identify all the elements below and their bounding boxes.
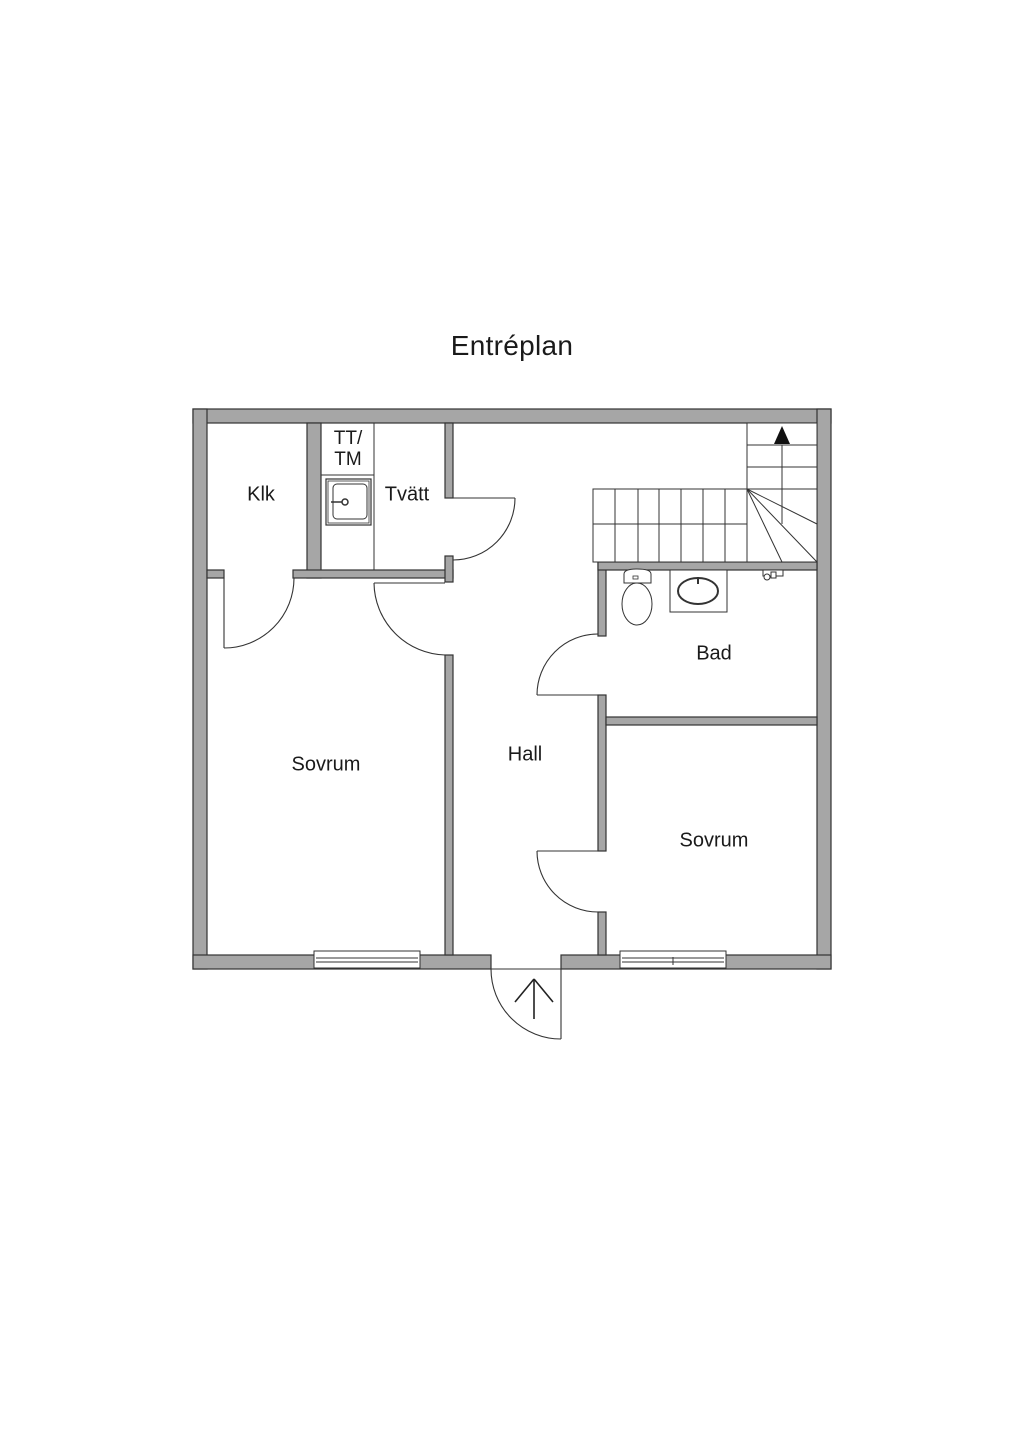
wall-hall-left-top (444, 422, 454, 499)
washbasin-icon (669, 569, 728, 613)
outer-wall-top (192, 408, 832, 424)
stairs-up-arrow-icon (774, 426, 790, 444)
room-label-tm: TM (334, 449, 362, 470)
wall-bad-left-top (597, 561, 607, 637)
wall-sovrum-left-bottom (597, 911, 607, 956)
room-label-tvatt: Tvätt (384, 483, 430, 506)
door-tvatt[interactable] (452, 497, 516, 561)
shower-tap-icon (762, 569, 784, 581)
room-label-tt: TT/ (333, 428, 363, 449)
room-label-klk: Klk (247, 483, 275, 506)
door-entrance[interactable] (490, 968, 562, 1040)
door-sovrum-left[interactable] (373, 582, 446, 656)
room-label-bad: Bad (696, 642, 732, 665)
wall-bad-left-mid (597, 694, 607, 852)
wall-klk-right (306, 422, 322, 579)
wall-bad-sovrum (605, 716, 818, 726)
wall-tvatt-bottom (292, 569, 454, 579)
room-label-tt-tm: TT/ TM (334, 428, 363, 470)
wall-hall-left-bottom (444, 654, 454, 956)
wall-hall-left-mid (444, 555, 454, 583)
room-label-hall: Hall (507, 743, 543, 766)
door-klk[interactable] (223, 577, 295, 649)
outer-wall-left (192, 408, 208, 970)
toilet-icon (621, 568, 653, 626)
window-left (313, 950, 421, 969)
door-sovrum-right[interactable] (536, 850, 599, 913)
window-right (619, 950, 727, 969)
outer-wall-right (816, 408, 832, 970)
entrance-arrow-icon (514, 978, 554, 1019)
room-label-sovrum-right: Sovrum (679, 829, 749, 852)
utility-lines (321, 423, 375, 570)
door-bad[interactable] (536, 633, 599, 696)
stairs (592, 422, 818, 563)
floor-plan-title: Entréplan (450, 330, 574, 361)
wall-klk-stub (206, 569, 225, 579)
doors (223, 497, 599, 1040)
laundry-sink-icon (325, 478, 372, 526)
room-label-sovrum-left: Sovrum (291, 753, 361, 776)
wall-bad-top (597, 561, 818, 571)
